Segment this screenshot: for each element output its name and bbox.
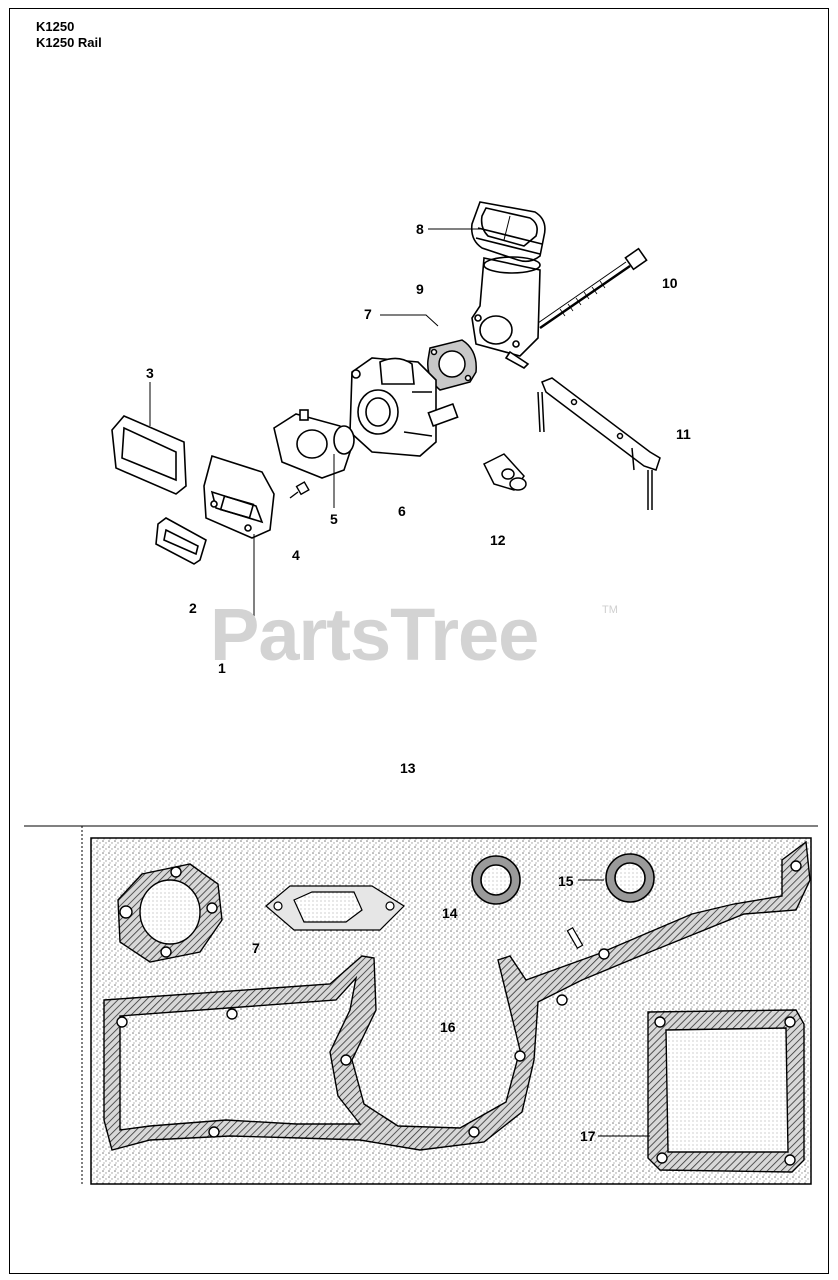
callout-17: 17: [580, 1128, 596, 1144]
partstree-watermark: PartsTree: [210, 593, 539, 676]
part-11-rail-bracket: [537, 377, 661, 510]
part-5-adapter: [273, 409, 355, 479]
callout-8: 8: [416, 221, 424, 237]
callout-5: 5: [330, 511, 338, 527]
page-frame: [9, 8, 829, 1274]
part-3-air-filter: [111, 415, 187, 495]
part-16-crankcase-gasket: [103, 840, 811, 1151]
part-4-filter-holder: [203, 454, 275, 539]
callout-9: 9: [416, 281, 424, 297]
part-7-kit-gasket: [117, 863, 223, 963]
bolt-thread: [559, 280, 606, 317]
model-label-k1250-rail: K1250 Rail: [36, 35, 102, 50]
model-label-k1250: K1250: [36, 19, 75, 34]
callout-7-kit: 7: [252, 940, 260, 956]
part-15-seal-ring-b: [605, 853, 655, 903]
callout-10: 10: [662, 275, 678, 291]
part-5-screw: [289, 481, 310, 499]
trademark-symbol: TM: [602, 604, 618, 616]
callout-6: 6: [398, 503, 406, 519]
dowel-pin: [566, 927, 584, 949]
part-9-intake-manifold: [471, 256, 541, 369]
part-6-carburetor: [349, 357, 459, 457]
callout-1: 1: [218, 660, 226, 676]
part-17-cylinder-gasket: [647, 1009, 805, 1173]
part-8-intake-boot: [470, 201, 546, 263]
callout-15: 15: [558, 873, 574, 889]
part-12-fittings: [482, 453, 527, 491]
part-7-carburetor-gasket: [427, 339, 477, 391]
part-10-bolt: [537, 247, 648, 330]
callout-13: 13: [400, 760, 416, 776]
callout-14: 14: [442, 905, 458, 921]
part-15-seal-ring-a: [471, 855, 521, 905]
part-14-muffler-gasket: [265, 885, 405, 931]
callout-3: 3: [146, 365, 154, 381]
callout-7: 7: [364, 306, 372, 322]
callout-16: 16: [440, 1019, 456, 1035]
part-2-filter-gasket: [155, 517, 207, 565]
callout-12: 12: [490, 532, 506, 548]
leader-7: [380, 314, 439, 327]
callout-2: 2: [189, 600, 197, 616]
callout-11: 11: [676, 426, 691, 442]
callout-4: 4: [292, 547, 300, 563]
